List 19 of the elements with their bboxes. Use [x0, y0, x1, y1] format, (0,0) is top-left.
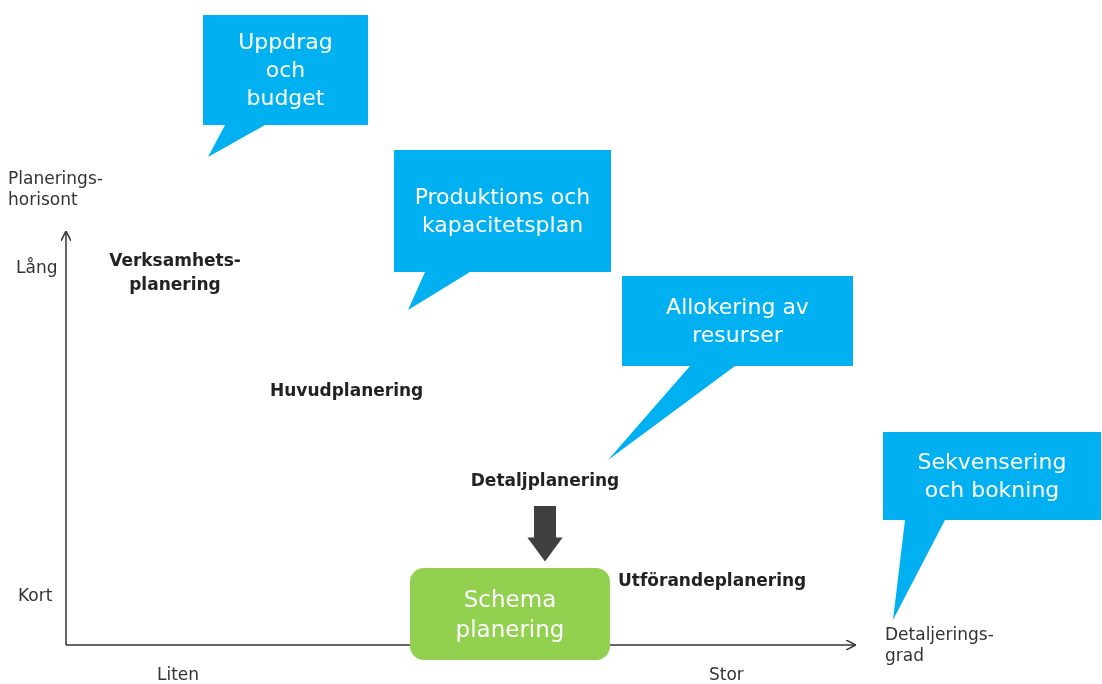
tick-label: Kort: [18, 585, 53, 606]
axis-title: Planerings- horisont: [8, 168, 104, 210]
level-label: Huvudplanering: [270, 379, 424, 402]
speech-bubble: [883, 432, 1101, 621]
arrow: [527, 506, 563, 562]
level-label: Detaljplanering: [455, 468, 635, 492]
callout-text: Uppdrag och budget: [237, 28, 334, 112]
callout-text: Produktions och kapacitetsplan: [413, 183, 592, 239]
callout-text: Sekvensering och bokning: [916, 448, 1068, 504]
speech-bubble: [607, 276, 853, 461]
tick-label: Stor: [709, 664, 744, 684]
callout-text: Allokering av resurser: [665, 293, 810, 349]
speech-bubble: [394, 150, 611, 311]
tick-label: Lång: [16, 257, 58, 278]
process-box: Schema planering: [410, 568, 610, 660]
tick-label: Liten: [157, 664, 200, 684]
level-label: Utförandeplanering: [618, 569, 807, 592]
level-label: Verksamhets- planering: [108, 249, 242, 296]
speech-bubble: [203, 15, 368, 158]
